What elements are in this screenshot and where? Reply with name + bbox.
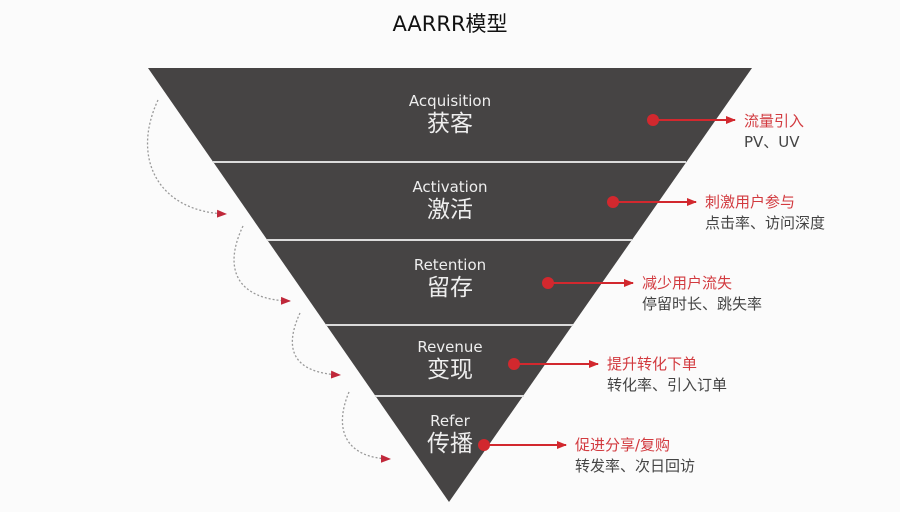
stage-refer: Refer 传播 [350,412,550,458]
metric-text: 停留时长、跳失率 [642,295,763,313]
metric-text: 转发率、次日回访 [575,457,696,475]
annotation-refer: 促进分享/复购 转发率、次日回访 [575,435,695,477]
stage-zh-label: 留存 [427,275,473,301]
flow-curves [147,99,391,463]
goal-text: 提升转化下单 [607,355,698,373]
goal-text: 刺激用户参与 [705,193,796,211]
stage-zh-label: 传播 [427,431,473,457]
stage-zh-label: 激活 [427,197,473,223]
annotation-revenue: 提升转化下单 转化率、引入订单 [607,354,727,396]
annotation-activation: 刺激用户参与 点击率、访问深度 [705,192,825,234]
diagram-title: AARRR模型 [392,12,508,36]
metric-text: 点击率、访问深度 [705,214,826,232]
stage-revenue: Revenue 变现 [350,338,550,384]
stage-zh-label: 获客 [427,111,473,137]
goal-text: 促进分享/复购 [575,436,671,454]
goal-text: 流量引入 [744,112,805,130]
annotation-arrows [478,114,736,451]
funnel-shape [148,68,752,502]
stage-retention: Retention 留存 [350,256,550,302]
annotation-retention: 减少用户流失 停留时长、跳失率 [642,273,762,315]
stage-en-label: Activation [412,178,488,196]
stage-dividers [213,161,686,397]
stage-en-label: Revenue [417,338,483,356]
annotation-acquisition: 流量引入 PV、UV [744,111,804,153]
metric-text: 转化率、引入订单 [607,376,728,394]
stage-acquisition: Acquisition 获客 [350,92,550,138]
stage-en-label: Acquisition [408,92,492,110]
goal-text: 减少用户流失 [642,274,733,292]
stage-en-label: Refer [430,412,470,430]
stage-en-label: Retention [413,256,487,274]
stage-activation: Activation 激活 [350,178,550,224]
stage-zh-label: 变现 [427,357,473,383]
metric-text: PV、UV [744,133,800,151]
